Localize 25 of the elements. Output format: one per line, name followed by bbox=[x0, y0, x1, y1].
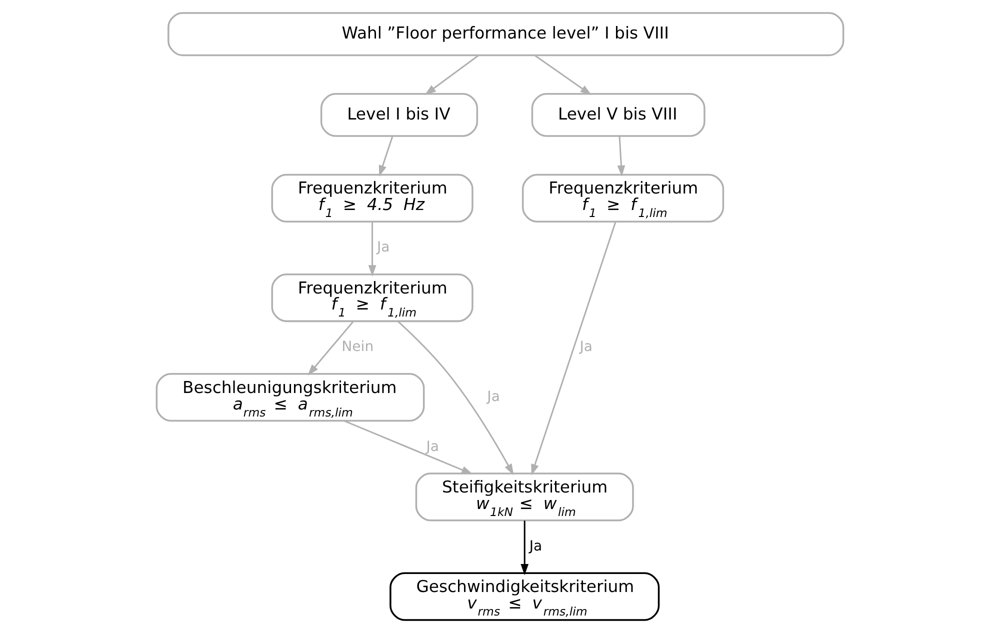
arrow bbox=[308, 320, 354, 376]
node-box: Frequenzkriterium f$_{1}$ ≥ f$_{1,lim}$ bbox=[271, 273, 474, 322]
arrow bbox=[534, 54, 592, 96]
edge-label: Ja bbox=[487, 388, 500, 405]
arrow bbox=[520, 520, 529, 576]
arrow bbox=[378, 136, 394, 177]
arrow bbox=[368, 222, 376, 276]
arrow bbox=[344, 420, 473, 474]
node-box: Beschleunigungskriterium a$_{rms}$ ≤ a$_{rms,lim}$ bbox=[156, 373, 425, 422]
arrow bbox=[617, 136, 626, 177]
node-box: Geschwindigkeitskriterium v$_{rms}$ ≤ v$_{rms,lim}$ bbox=[390, 572, 660, 621]
edge-label: Ja bbox=[377, 240, 390, 256]
node-box: Level I bis IV bbox=[320, 93, 478, 137]
edge-label: Ja bbox=[580, 339, 593, 356]
edge-label: Ja bbox=[529, 538, 542, 554]
node-box: Steifigkeitskriterium w$_{1kN}$ ≤ w$_{lim}$ bbox=[415, 472, 634, 522]
arrow bbox=[397, 320, 514, 476]
edge-label: Nein bbox=[342, 339, 374, 356]
node-box: Wahl ”Floor performance level” I bis VIII bbox=[168, 12, 844, 56]
arrow bbox=[424, 54, 479, 95]
node-box: Level V bis VIII bbox=[531, 93, 706, 137]
node-box: Frequenzkriterium f$_{1}$ ≥ f$_{1,lim}$ bbox=[522, 174, 724, 222]
node-box: Frequenzkriterium f$_{1}$ ≥ 4.5 Hz bbox=[271, 174, 474, 222]
arrow bbox=[531, 221, 616, 476]
edge-label: Ja bbox=[426, 438, 440, 455]
